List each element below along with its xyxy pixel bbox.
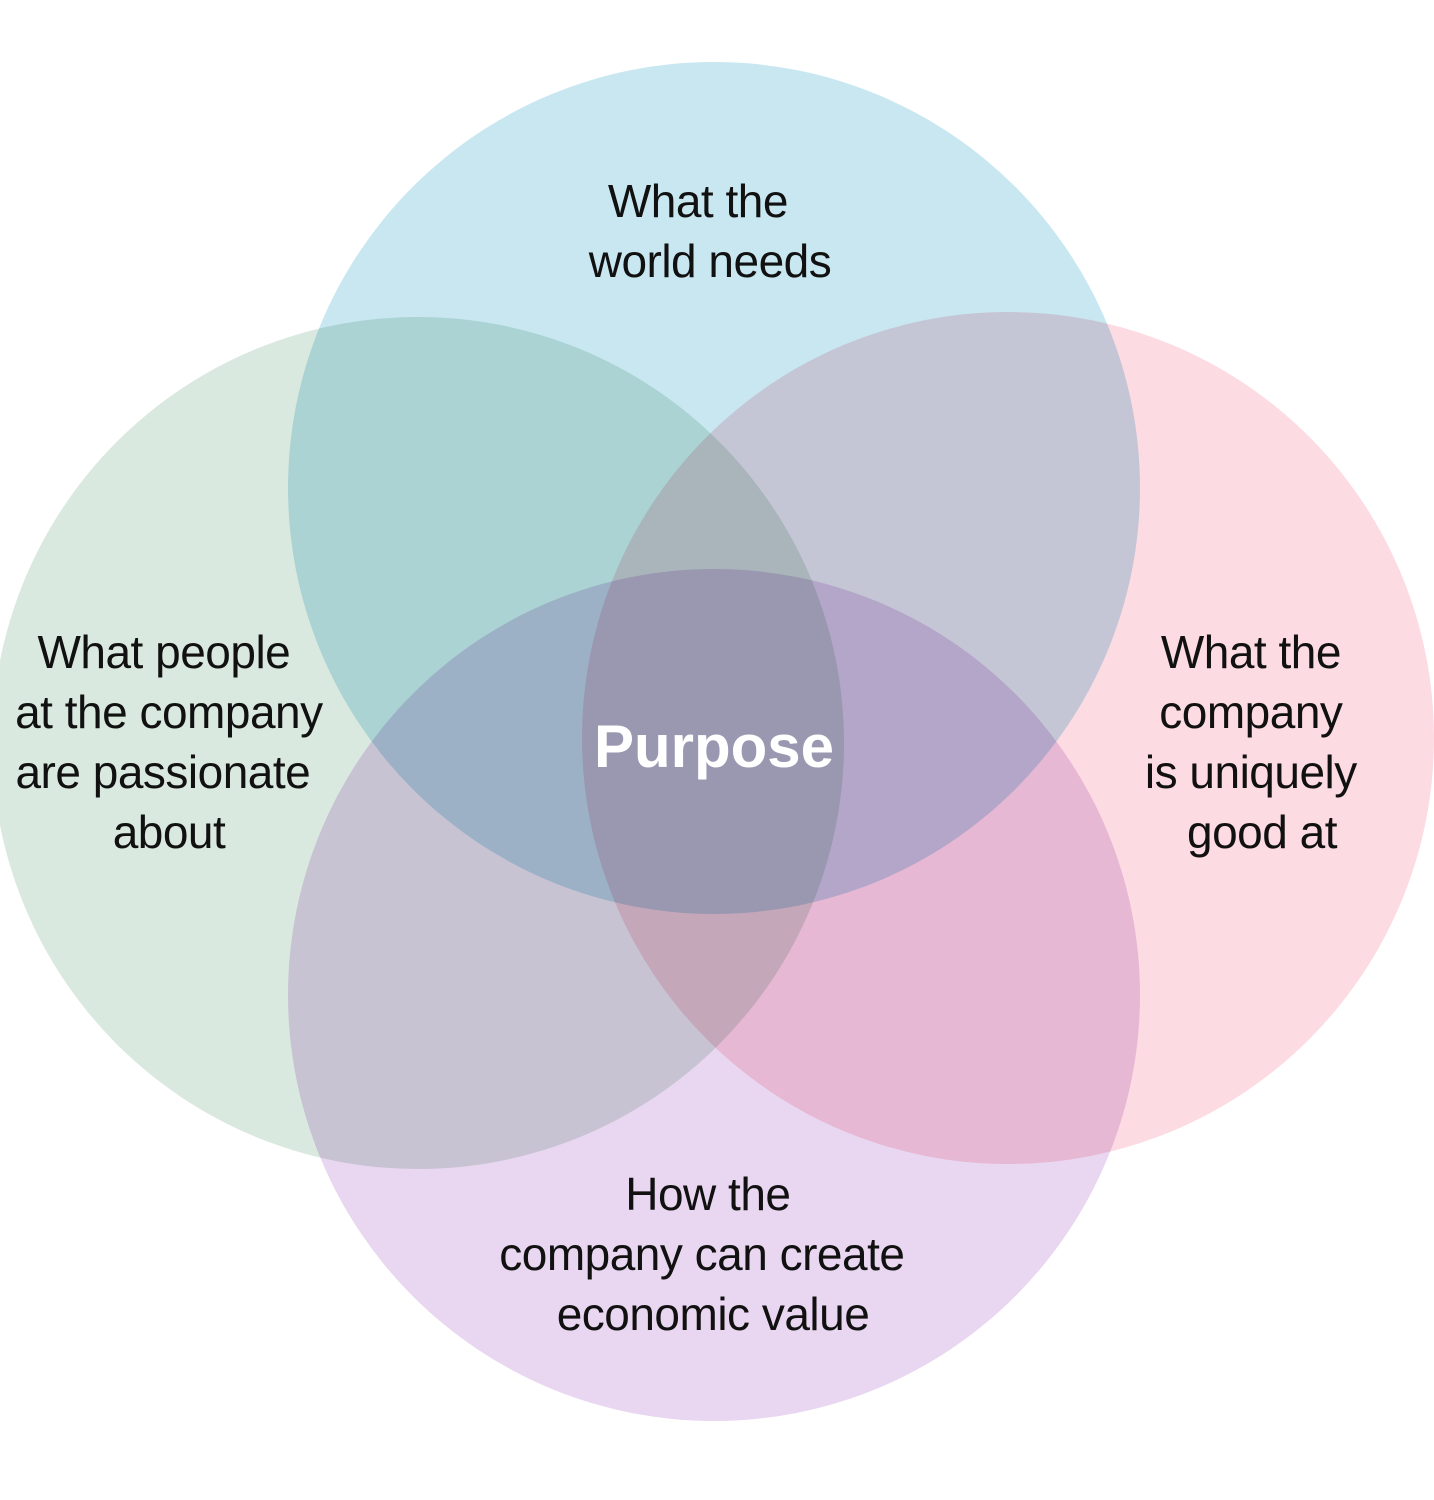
- label-line: economic value: [557, 1288, 870, 1340]
- label-line: is uniquely: [1145, 746, 1357, 798]
- label-uniquely-good-at: What the company is uniquely good at: [1145, 626, 1369, 858]
- venn-circles: [0, 62, 1434, 1421]
- label-line: good at: [1187, 806, 1338, 858]
- label-line: world needs: [588, 235, 832, 287]
- label-world-needs: What the world needs: [588, 175, 832, 287]
- label-economic-value: How the company can create economic valu…: [499, 1168, 917, 1340]
- label-line: How the: [625, 1168, 790, 1220]
- purpose-label: Purpose: [594, 713, 834, 780]
- label-line: company can create: [499, 1228, 904, 1280]
- label-line: about: [113, 806, 226, 858]
- label-line: What people: [37, 626, 290, 678]
- label-line: company: [1159, 686, 1343, 738]
- label-line: at the company: [15, 686, 323, 738]
- label-line: What the: [1161, 626, 1341, 678]
- label-passionate-about: What people at the company are passionat…: [15, 626, 335, 858]
- label-line: are passionate: [15, 746, 310, 798]
- label-line: What the: [608, 175, 788, 227]
- circle-economic-value: [288, 569, 1140, 1421]
